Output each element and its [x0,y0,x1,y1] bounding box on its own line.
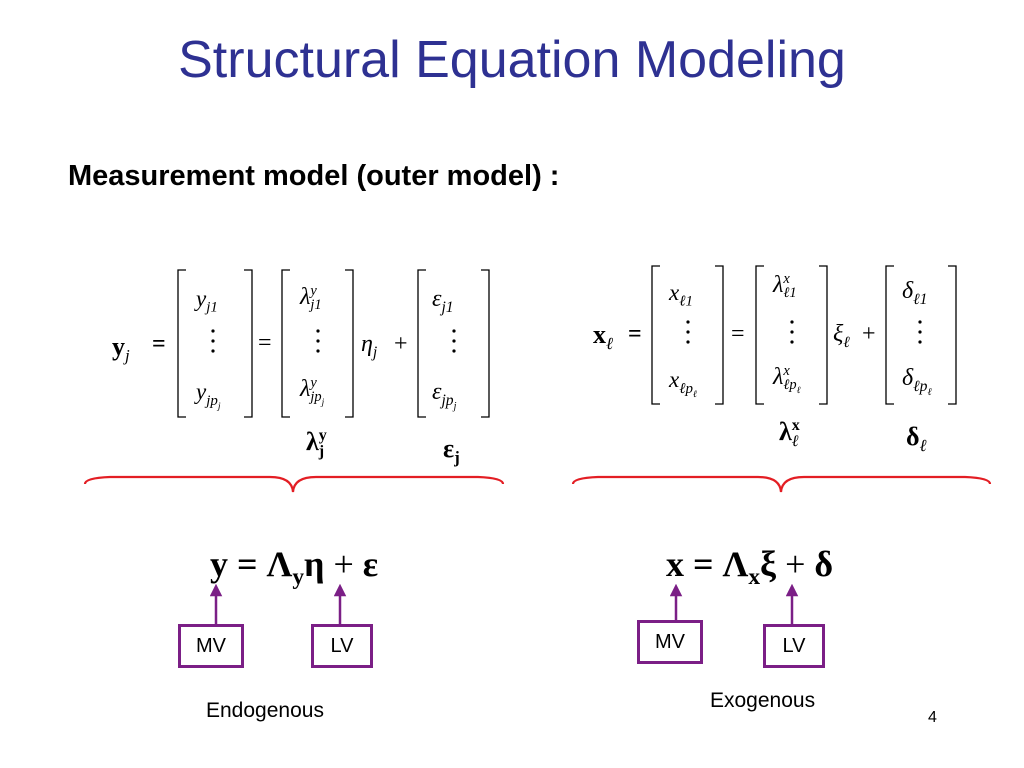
left-summary-equation: y = Λyη + ε [210,544,379,591]
right-error-top: δℓ1 [902,278,928,308]
bracket-left-lambda-r [345,269,354,418]
left-vec-bottom: yjpj [196,379,221,412]
left-plus: + [394,331,408,357]
right-plus: + [862,321,876,347]
right-factor: ξℓ [833,321,850,351]
bracket-left-y-l [177,269,186,418]
bracket-left-eps-r [481,269,490,418]
bracket-left-y-r [244,269,253,418]
right-error-bottom: δℓpℓ [902,365,932,398]
right-vec-top: xℓ1 [669,280,693,310]
left-error-label: εj [443,434,460,468]
right-error-label: δℓ [906,422,927,456]
bracket-left-eps-l [417,269,426,418]
left-caption: Endogenous [206,699,324,722]
bracket-right-lambda-r [819,265,828,405]
bracket-left-lambda-l [281,269,290,418]
page-title: Structural Equation Modeling [178,31,846,89]
left-factor: ηj [361,331,378,361]
left-lhs: yj [112,332,130,366]
bracket-right-x-l [651,265,660,405]
left-error-top: εj1 [432,286,454,316]
left-equals: = [258,330,272,356]
page-number: 4 [928,709,937,726]
right-mv-box: MV [637,620,703,664]
right-lhs-equals: = [628,321,642,347]
bracket-right-delta-r [948,265,957,405]
left-error-bottom: εjpj [432,379,457,412]
brace-right [571,475,992,493]
bracket-right-lambda-l [755,265,764,405]
bracket-right-x-r [715,265,724,405]
left-mv-box: MV [178,624,244,668]
right-summary-equation: x = Λxξ + δ [666,544,834,591]
left-lhs-equals: = [152,331,166,357]
right-lhs: xℓ [593,320,614,354]
right-caption: Exogenous [710,689,816,712]
right-vec-bottom: xℓpℓ [669,367,697,400]
right-lv-box: LV [763,624,825,668]
right-equals: = [731,321,745,347]
brace-left [83,475,505,493]
bracket-right-delta-l [885,265,894,405]
section-subtitle: Measurement model (outer model) : [68,160,560,192]
left-vec-top: yj1 [196,286,218,316]
left-lv-box: LV [311,624,373,668]
